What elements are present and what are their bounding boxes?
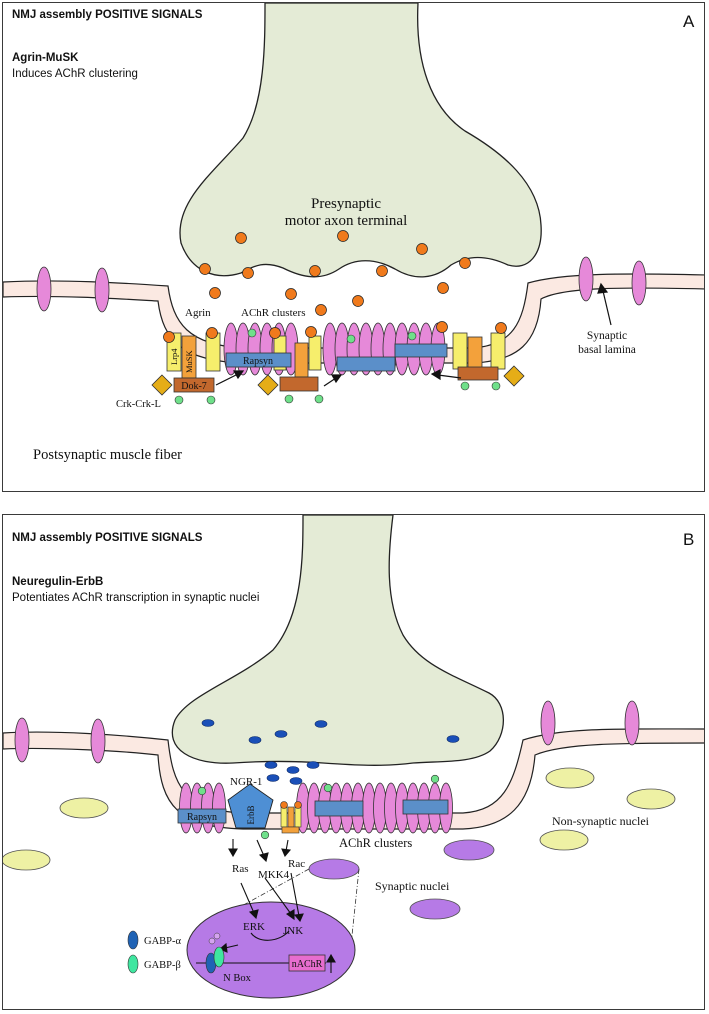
label-dok7: Dok-7 — [181, 381, 207, 392]
label-synaptic-nuclei: Synaptic nuclei — [375, 879, 450, 893]
label-gabp-a: GABP-α — [144, 936, 182, 947]
agrin-b — [294, 801, 302, 809]
panel-b-subtitle-bold: Neuregulin-ErbB — [12, 576, 104, 588]
label-achr-clusters-b: AChR clusters — [339, 836, 412, 850]
agrin-b — [280, 801, 288, 809]
lrp4-a — [490, 332, 506, 370]
label-postsynaptic: Postsynaptic muscle fiber — [33, 447, 182, 463]
rapsyn-a — [394, 343, 448, 358]
label-crk: Crk-Crk-L — [116, 399, 161, 410]
gabp-b-in-nucleus — [213, 946, 225, 968]
rapsyn-a — [336, 356, 396, 372]
nrg1-molecules — [201, 719, 460, 785]
achr-extrasynaptic — [94, 267, 110, 313]
non-synaptic-nuclei — [3, 767, 676, 871]
label-agrin: Agrin — [185, 307, 211, 319]
dok7-a — [457, 366, 499, 381]
label-musk: MuSK — [184, 349, 194, 373]
rapsyn-b — [402, 799, 449, 815]
arrows-a — [215, 282, 612, 387]
label-lrp4: Lrp4 — [169, 348, 179, 365]
achr-extrasynaptic — [36, 266, 52, 312]
label-ngr1: NGR-1 — [230, 776, 262, 788]
label-erbb: ErbB — [246, 806, 256, 825]
panel-a-diagram: Presynaptic motor axon terminal Agrin AC… — [3, 3, 704, 463]
label-synaptic-bl-2: basal lamina — [578, 344, 636, 356]
achr-extrasynaptic — [624, 700, 640, 746]
panel-b-letter: B — [683, 530, 695, 549]
dok7-a — [173, 377, 215, 393]
musk-a — [294, 342, 309, 378]
label-synaptic-bl-1: Synaptic — [587, 330, 627, 342]
gabp-b-legend-icon — [127, 954, 139, 974]
phospho-nucleus — [208, 937, 216, 945]
label-ras: Ras — [232, 863, 249, 875]
rapsyn-a — [225, 352, 292, 368]
signal-arrows — [196, 839, 336, 973]
label-presynaptic-1: Presynaptic — [311, 196, 381, 212]
panel-b-diagram: NGR-1 ErbB Rapsyn AChR clusters Ras MKK4… — [3, 515, 704, 999]
phospho-nucleus — [213, 932, 221, 940]
label-rapsyn-b: Rapsyn — [187, 812, 217, 823]
panel-a-letter: A — [683, 12, 695, 31]
label-presynaptic-2: motor axon terminal — [285, 213, 407, 229]
synaptic-nucleus-large — [186, 901, 356, 999]
nachr-gene-box — [288, 954, 326, 972]
achr-extrasynaptic — [14, 717, 30, 763]
panel-b-header: NMJ assembly POSITIVE SIGNALS — [12, 532, 203, 544]
musk-b — [287, 806, 295, 828]
achr-extrasynaptic — [90, 718, 106, 764]
label-rac: Rac — [288, 858, 305, 870]
musk-b — [281, 826, 300, 834]
panel-a: NMJ assembly POSITIVE SIGNALS A Agrin-Mu… — [2, 2, 705, 492]
label-gabp-b: GABP-β — [144, 960, 181, 971]
lrp4-a — [308, 335, 322, 371]
erbb-receptor — [227, 783, 274, 829]
agrin-molecules-a — [163, 230, 507, 343]
phospho-a — [174, 328, 501, 405]
achr-extrasynaptic — [631, 260, 647, 306]
label-nachr: nAChR — [292, 959, 323, 970]
label-achr-clusters-a: AChR clusters — [241, 307, 305, 319]
rapsyn-b — [177, 808, 227, 824]
lrp4-a — [452, 332, 468, 370]
label-mkk4: MKK4 — [258, 869, 290, 881]
crk-a — [151, 374, 173, 396]
panel-b-subtitle: Potentiates AChR transcription in synapt… — [12, 592, 260, 604]
label-erk: ERK — [243, 921, 265, 933]
panel-a-subtitle-bold: Agrin-MuSK — [12, 52, 79, 64]
label-non-synaptic-nuclei: Non-synaptic nuclei — [552, 814, 650, 828]
achr-extrasynaptic — [578, 256, 594, 302]
phospho-b — [197, 774, 440, 840]
panel-b: NMJ assembly POSITIVE SIGNALS B Neuregul… — [2, 514, 705, 1010]
dok7-a — [279, 376, 319, 392]
postsynaptic-membrane-b — [3, 728, 704, 830]
label-nbox: N Box — [223, 973, 251, 984]
crk-a — [257, 374, 279, 396]
label-jnk: JNK — [283, 925, 303, 937]
crk-a — [503, 365, 525, 387]
synaptic-nuclei — [308, 839, 495, 920]
musk-b — [294, 806, 302, 828]
zoom-lines — [217, 868, 360, 946]
musk-b — [280, 806, 288, 828]
panel-a-header: NMJ assembly POSITIVE SIGNALS — [12, 9, 203, 21]
panel-a-subtitle: Induces AChR clustering — [12, 68, 138, 80]
achr-extrasynaptic — [540, 700, 556, 746]
gabp-a-legend-icon — [127, 930, 139, 950]
rapsyn-b — [314, 800, 364, 817]
presynaptic-terminal-b — [171, 515, 504, 766]
label-rapsyn-a: Rapsyn — [243, 356, 273, 367]
presynaptic-terminal-a — [179, 3, 542, 278]
